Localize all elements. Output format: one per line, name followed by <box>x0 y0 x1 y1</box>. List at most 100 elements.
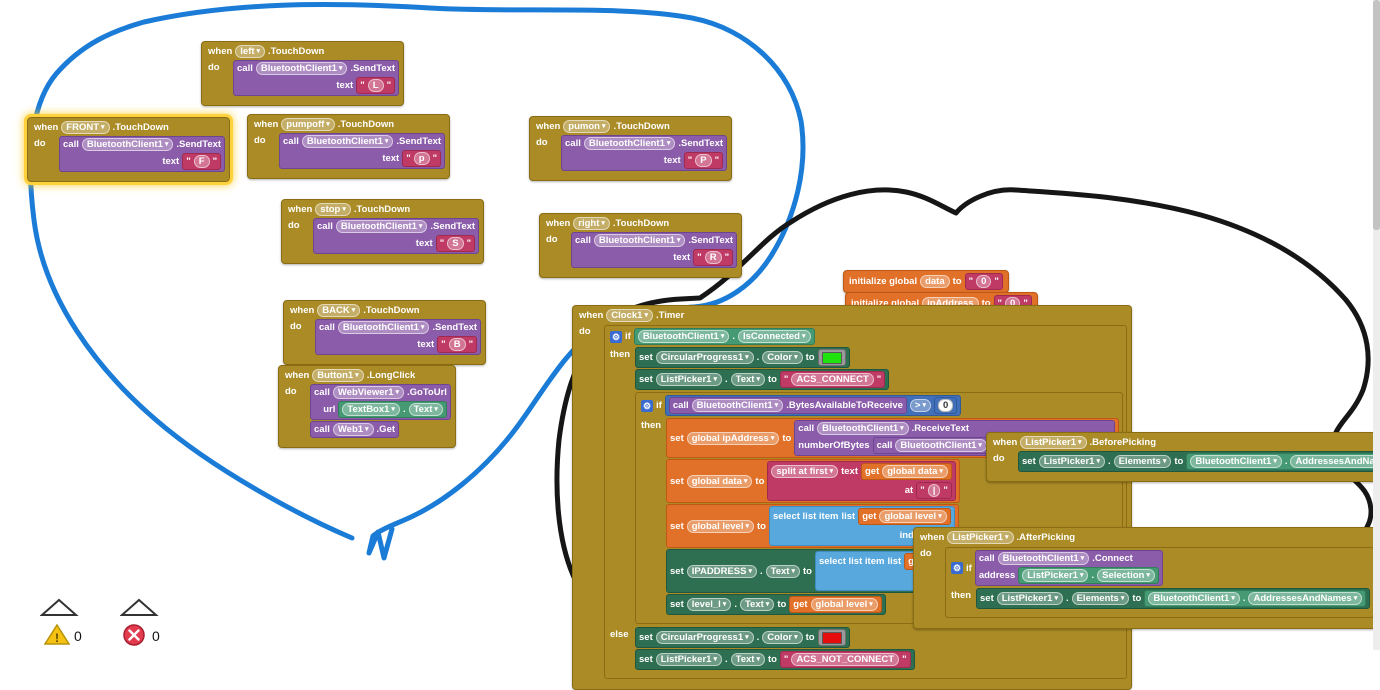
text-string[interactable]: "F" <box>182 153 222 170</box>
dropdown-listpicker1[interactable]: ListPicker1▾ <box>1022 569 1089 582</box>
dropdown-button1[interactable]: Button1▾ <box>312 369 364 382</box>
bt-isconnected-getter[interactable]: BluetoothClient1▾.IsConnected▾ <box>633 328 815 345</box>
text-string[interactable]: "R" <box>693 249 734 266</box>
dropdown-bluetoothclient1[interactable]: BluetoothClient1▾ <box>637 330 730 343</box>
dropdown-back[interactable]: BACK▾ <box>317 304 361 317</box>
dropdown-addressesandnames[interactable]: AddressesAndNames▾ <box>1290 455 1380 468</box>
dropdown-ipaddress[interactable]: IPADDRESS▾ <box>686 564 757 578</box>
color-block-red[interactable] <box>817 629 846 646</box>
dropdown-elements[interactable]: Elements▾ <box>1071 592 1130 605</box>
field-p[interactable]: P <box>695 154 712 167</box>
field-l[interactable]: L <box>367 79 384 92</box>
dropdown-text[interactable]: Text▾ <box>408 403 443 416</box>
mutator-gear-icon[interactable]: ⚙ <box>641 399 653 412</box>
field-f[interactable]: F <box>193 155 210 168</box>
dropdown-bluetoothclient1[interactable]: BluetoothClient1▾ <box>997 552 1090 565</box>
number-0[interactable]: 0 <box>933 397 958 414</box>
dropdown-circularprogress1[interactable]: CircularProgress1▾ <box>655 351 754 364</box>
field-acs-not-connect[interactable]: ACS_NOT_CONNECT <box>791 653 900 666</box>
field-0[interactable]: 0 <box>976 275 992 288</box>
dropdown-listpicker1[interactable]: ListPicker1▾ <box>996 592 1063 605</box>
dropdown-left[interactable]: left▾ <box>235 45 266 58</box>
listpicker-selection-getter[interactable]: ListPicker1▾.Selection▾ <box>1018 567 1159 584</box>
field-data[interactable]: data <box>920 275 950 288</box>
dropdown-split-at-first[interactable]: split at first▾ <box>771 465 839 478</box>
dropdown-web1[interactable]: Web1▾ <box>332 423 374 436</box>
error-icon[interactable] <box>122 623 146 647</box>
dropdown-listpicker1[interactable]: ListPicker1▾ <box>1038 455 1105 468</box>
dropdown-x[interactable]: >▾ <box>909 399 931 412</box>
dropdown-webviewer1[interactable]: WebViewer1▾ <box>332 386 404 399</box>
mutator-gear-icon[interactable]: ⚙ <box>951 562 963 574</box>
text-string[interactable]: "ACS_NOT_CONNECT" <box>779 651 911 668</box>
dropdown-bluetoothclient1[interactable]: BluetoothClient1▾ <box>895 439 987 452</box>
text-string[interactable]: "S" <box>435 235 476 252</box>
dropdown-color[interactable]: Color▾ <box>762 631 803 644</box>
text-string[interactable]: "|" <box>916 482 952 499</box>
dropdown-textbox1[interactable]: TextBox1▾ <box>342 403 400 416</box>
dropdown-bluetoothclient1[interactable]: BluetoothClient1▾ <box>593 234 686 247</box>
dropdown-clock1[interactable]: Clock1▾ <box>606 309 653 322</box>
warning-icon[interactable]: ! <box>44 624 70 646</box>
dropdown-text[interactable]: Text▾ <box>730 373 765 386</box>
dropdown-addressesandnames[interactable]: AddressesAndNames▾ <box>1248 592 1363 605</box>
dropdown-listpicker1[interactable]: ListPicker1▾ <box>655 653 722 666</box>
color-swatch[interactable] <box>821 631 842 644</box>
error-count[interactable]: 0 <box>152 628 160 644</box>
dropdown-bluetoothclient1[interactable]: BluetoothClient1▾ <box>691 399 784 412</box>
dropdown-pumon[interactable]: pumon▾ <box>563 120 611 133</box>
warning-count[interactable]: 0 <box>74 628 82 644</box>
text-string[interactable]: "p" <box>402 150 442 167</box>
field-p[interactable]: p <box>413 152 430 165</box>
dropdown-global-data[interactable]: global data▾ <box>686 474 753 488</box>
dropdown-front[interactable]: FRONT▾ <box>61 121 110 134</box>
dropdown-pumpoff[interactable]: pumpoff▾ <box>281 118 335 131</box>
vertical-scrollbar[interactable] <box>1373 0 1380 650</box>
dropdown-bluetoothclient1[interactable]: BluetoothClient1▾ <box>81 138 174 151</box>
text-string[interactable]: "B" <box>437 336 478 353</box>
dropdown-isconnected[interactable]: IsConnected▾ <box>737 330 811 343</box>
dropdown-bluetoothclient1[interactable]: BluetoothClient1▾ <box>301 135 394 148</box>
mutator-gear-icon[interactable]: ⚙ <box>610 330 622 343</box>
dropdown-bluetoothclient1[interactable]: BluetoothClient1▾ <box>1190 455 1282 468</box>
dropdown-level-l[interactable]: level_l▾ <box>686 598 732 611</box>
dropdown-listpicker1[interactable]: ListPicker1▾ <box>655 373 722 386</box>
field-s[interactable]: S <box>447 237 464 250</box>
dropdown-right[interactable]: right▾ <box>573 217 610 230</box>
textbox1-text-getter[interactable]: TextBox1▾.Text▾ <box>338 401 447 418</box>
dropdown-bluetoothclient1[interactable]: BluetoothClient1▾ <box>583 137 676 150</box>
dropdown-global-ipaddress[interactable]: global ipAddress▾ <box>686 431 780 445</box>
text-string[interactable]: "0" <box>964 273 1003 290</box>
dropdown-text[interactable]: Text▾ <box>765 564 800 578</box>
dropdown-global-level[interactable]: global level▾ <box>879 510 947 523</box>
dropdown-color[interactable]: Color▾ <box>762 351 803 364</box>
dropdown-bluetoothclient1[interactable]: BluetoothClient1▾ <box>1148 592 1240 605</box>
